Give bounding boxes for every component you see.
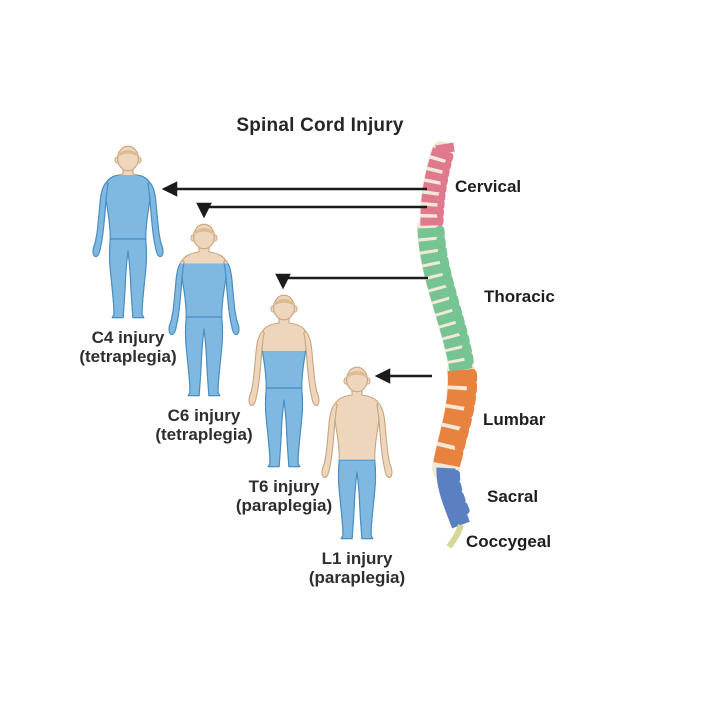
diagram-title: Spinal Cord Injury xyxy=(236,115,404,136)
paralyzed-left-arm xyxy=(92,181,109,258)
head xyxy=(273,294,295,321)
thoracic-processes xyxy=(435,225,475,371)
human-figure-svg xyxy=(248,294,320,468)
injury-name: C4 injury xyxy=(91,328,165,347)
figure-c6: C6 injury (tetraplegia) xyxy=(129,223,279,444)
paralyzed-legs xyxy=(337,460,377,540)
injury-condition: (paraplegia) xyxy=(235,496,333,515)
sacral-processes xyxy=(452,470,472,520)
injury-name: L1 injury xyxy=(321,549,393,568)
figure-label-l1: L1 injury (paraplegia) xyxy=(282,549,432,587)
paralyzed-legs xyxy=(184,316,224,397)
paralyzed-region xyxy=(261,351,307,468)
figure-label-c4: C4 injury (tetraplegia) xyxy=(53,328,203,366)
head xyxy=(193,223,215,250)
human-figure-svg xyxy=(168,223,240,397)
right-arm xyxy=(147,181,164,258)
paralyzed-legs xyxy=(264,387,304,468)
label-coccygeal: Coccygeal xyxy=(466,532,552,551)
paralyzed-region xyxy=(337,460,377,540)
injury-name: C6 injury xyxy=(167,406,241,425)
lumbar-processes xyxy=(451,369,478,469)
cervical-spine-segment xyxy=(420,147,450,229)
human-figure-t6 xyxy=(234,294,334,474)
sacral-spine-segment xyxy=(436,467,470,529)
figure-c4: C4 injury (tetraplegia) xyxy=(53,145,203,366)
label-thoracic: Thoracic xyxy=(484,287,555,306)
human-figure-c6 xyxy=(154,223,254,403)
human-figure-l1 xyxy=(307,366,407,546)
label-lumbar: Lumbar xyxy=(483,410,546,429)
hair xyxy=(193,228,215,236)
hair xyxy=(273,299,295,307)
hair xyxy=(117,150,139,158)
right-arm xyxy=(223,263,240,336)
torso xyxy=(334,388,380,461)
spine-illustration xyxy=(417,141,478,549)
injury-condition: (tetraplegia) xyxy=(79,347,177,366)
paralyzed-arm xyxy=(147,181,164,258)
injury-condition: (paraplegia) xyxy=(308,568,406,587)
paralyzed-legs xyxy=(108,238,148,319)
hair xyxy=(346,371,368,379)
figure-t6: T6 injury (paraplegia) xyxy=(209,294,359,515)
human-figure-svg xyxy=(321,366,393,540)
injury-condition: (tetraplegia) xyxy=(155,425,253,444)
human-figure-svg xyxy=(92,145,164,319)
lumbar-spine-segment xyxy=(432,368,475,471)
head xyxy=(346,366,368,393)
paralyzed-left-arm xyxy=(168,263,185,336)
paralyzed-region xyxy=(168,263,240,397)
figure-label-t6: T6 injury (paraplegia) xyxy=(209,477,359,515)
right-arm xyxy=(303,330,320,406)
label-cervical: Cervical xyxy=(455,177,522,196)
arm xyxy=(303,330,320,406)
injury-name: T6 injury xyxy=(248,477,320,496)
figure-label-c6: C6 injury (tetraplegia) xyxy=(129,406,279,444)
right-arm xyxy=(376,402,393,478)
paralyzed-arm xyxy=(223,263,240,336)
thoracic-spine-segment xyxy=(417,227,473,372)
left-arm xyxy=(321,402,338,478)
arrow-c6-level xyxy=(196,202,427,219)
cervical-processes xyxy=(436,152,454,230)
paralyzed-region xyxy=(92,175,164,319)
coccygeal-spine-segment xyxy=(446,524,464,549)
label-sacral: Sacral xyxy=(487,487,539,506)
left-arm xyxy=(248,330,265,406)
arm xyxy=(376,402,393,478)
figure-l1: L1 injury (paraplegia) xyxy=(282,366,432,587)
head xyxy=(117,145,139,172)
human-figure-c4 xyxy=(78,145,178,325)
